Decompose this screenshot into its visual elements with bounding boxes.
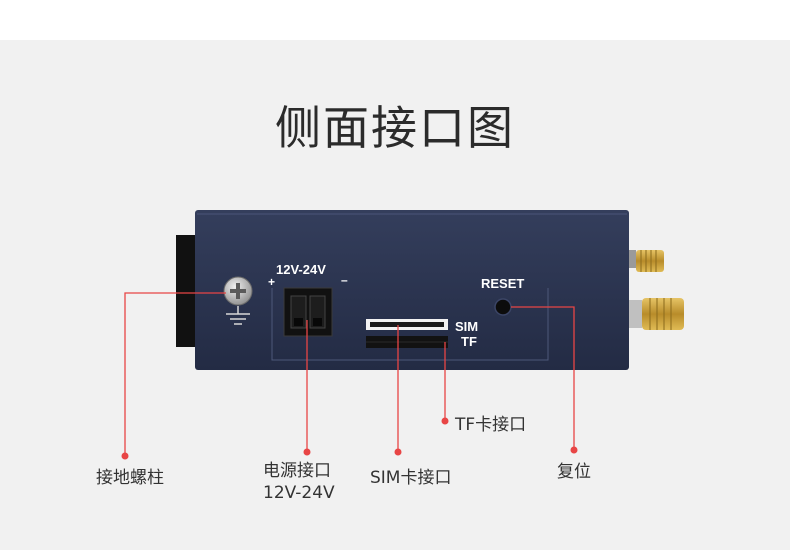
callout-dot-ground [121, 452, 129, 460]
callout-tf-label: TF卡接口 [455, 415, 527, 435]
callout-sim-label: SIM卡接口 [370, 468, 452, 488]
reset-button-hole [494, 298, 512, 316]
callout-dot-tf [441, 417, 449, 425]
reset-label: RESET [481, 276, 525, 291]
callout-reset-label: 复位 [557, 462, 591, 482]
callout-dot-power [303, 448, 311, 456]
mounting-bracket [176, 235, 198, 347]
callout-power-voltage: 12V-24V [263, 483, 335, 503]
callout-ground-label: 接地螺柱 [96, 468, 164, 488]
power-connector [283, 287, 333, 337]
ground-screw-icon [223, 276, 253, 325]
tf-slot [366, 336, 448, 348]
callout-dot-sim [394, 448, 402, 456]
power-plus-label: + [268, 275, 276, 289]
power-minus-label: – [341, 273, 348, 287]
sim-label: SIM [455, 319, 479, 334]
callout-line-ground [124, 292, 226, 455]
sim-slot [366, 319, 448, 330]
callout-dot-reset [570, 446, 578, 454]
callout-power-label: 电源接口 12V-24V [263, 460, 335, 504]
antenna-bottom [628, 298, 684, 330]
tf-label: TF [461, 334, 477, 349]
callout-power-title: 电源接口 [263, 461, 331, 481]
callout-line-reset [511, 306, 575, 450]
page-title: 侧面接口图 [275, 101, 515, 155]
antenna-top [628, 250, 664, 272]
power-voltage-label: 12V-24V [276, 262, 326, 277]
